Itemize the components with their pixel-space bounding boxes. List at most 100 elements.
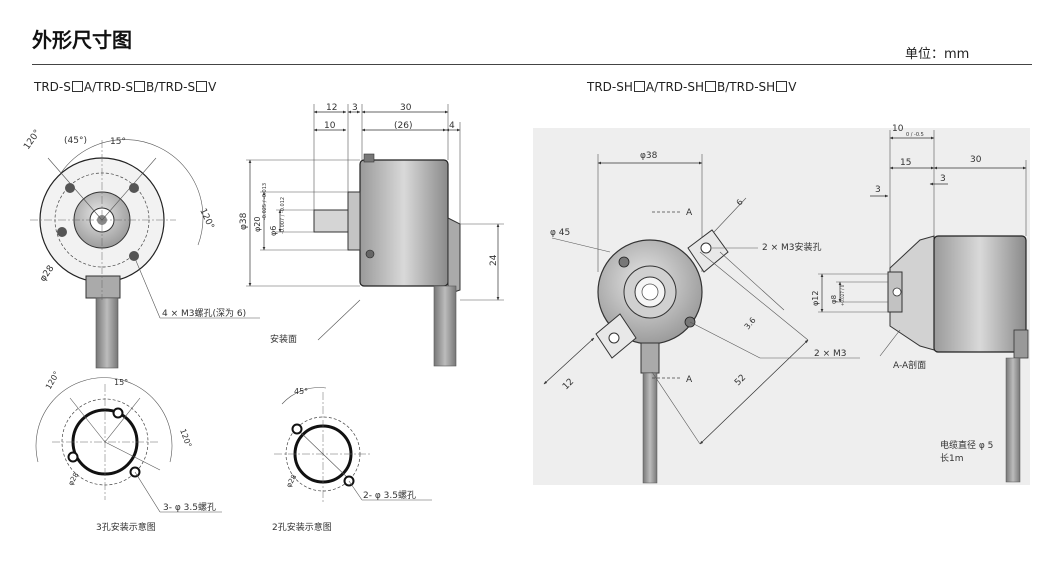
dim-26: (26) <box>394 121 412 131</box>
dim-10: 10 <box>324 121 336 131</box>
cable-gland <box>447 217 461 295</box>
mount-flange <box>347 191 361 251</box>
encoder-body <box>933 235 1027 353</box>
dia-20: φ20 <box>253 217 262 232</box>
angle-ray <box>47 157 103 221</box>
placeholder-box-icon <box>633 81 645 92</box>
m3-callout: 2 × M3 <box>814 349 846 359</box>
angle-arc <box>35 377 173 463</box>
mount-holes-callout: 2 × M3安装孔 <box>762 241 821 253</box>
dim-15: 15 <box>900 158 911 168</box>
dim-10-tolerance: 0 / -0.5 <box>906 132 924 138</box>
dia-12: φ12 <box>811 291 820 306</box>
mount-hole <box>67 451 79 463</box>
three-hole-caption: 3孔安装示意图 <box>96 521 156 533</box>
dia-38: φ38 <box>239 212 249 230</box>
cable-gland <box>85 275 121 299</box>
cable-diameter-note: 电缆直径 φ 5 <box>940 439 993 451</box>
section-aa-label: A-A剖面 <box>893 359 926 371</box>
left-side-view: 12 3 30 10 (26) 4 φ38 φ20 -0.025 / -0.01… <box>239 103 504 367</box>
angle-15-label: 15° <box>114 378 128 387</box>
dia-6-tolerance: -0.007 / -0.012 <box>280 197 286 234</box>
unit-label: 单位：mm <box>905 47 970 62</box>
angle-45-label: (45°) <box>64 136 87 146</box>
cable <box>1005 357 1021 483</box>
set-screw <box>892 287 902 297</box>
mount-hole <box>112 407 124 419</box>
bracket-hole <box>700 242 712 254</box>
angle-15-label: 15° <box>110 137 126 147</box>
dim-30: 30 <box>400 103 412 113</box>
two-hole-caption: 2孔安装示意图 <box>272 521 332 533</box>
right-model-part-4: V <box>788 80 797 94</box>
cable <box>95 297 119 369</box>
encoder-body <box>359 159 449 287</box>
mount-face-callout: 安装面 <box>270 333 297 345</box>
screw-hole <box>65 183 75 193</box>
cable-length-note: 长1m <box>940 452 964 464</box>
cable-gland <box>1013 329 1029 359</box>
dia-8: φ8 <box>830 295 838 304</box>
dia-8-tolerance: +0.027 / 0 <box>840 284 845 306</box>
cable <box>642 372 658 484</box>
header-divider <box>32 64 1032 65</box>
three-hole-mount-diagram: 120° 15° 120° φ28 3- φ 3.5螺孔 3孔安装示意图 <box>35 370 222 533</box>
left-model-part-4: V <box>208 80 217 94</box>
shaft <box>313 209 349 233</box>
left-model-part-1: TRD-S <box>34 80 71 94</box>
left-model-title: TRD-S A/TRD-S B/TRD-S V <box>34 80 216 94</box>
dia-20-tolerance: -0.025 / -0.013 <box>262 183 268 220</box>
dim-24: 24 <box>489 254 499 266</box>
leader-line <box>133 255 161 319</box>
left-front-view: 120° (45°) 15° 120° φ28 <box>22 128 216 369</box>
angle-ray <box>101 157 157 221</box>
placeholder-box-icon <box>776 81 788 92</box>
bracket-hole <box>608 332 620 344</box>
angle-120-label: 120° <box>44 370 61 391</box>
two-hole-label: 2- φ 3.5螺孔 <box>363 490 416 501</box>
right-model-part-1: TRD-SH <box>587 80 633 94</box>
leader-line <box>317 299 361 341</box>
cable-gland <box>640 342 660 374</box>
dia-28-label: φ28 <box>285 473 299 489</box>
dim-3: 3 <box>352 103 358 113</box>
placeholder-box-icon <box>71 81 83 92</box>
dim-3-right: 3 <box>940 174 946 184</box>
dia-28-label: φ28 <box>67 471 81 487</box>
dim-4: 4 <box>449 121 455 131</box>
placeholder-box-icon <box>133 81 145 92</box>
section-a-bottom: A <box>686 375 693 385</box>
dim-6: 6 <box>735 198 745 208</box>
cable <box>433 285 457 367</box>
body-lug <box>363 153 375 163</box>
screw-hole <box>57 227 67 237</box>
screw-hole <box>129 183 139 193</box>
right-model-part-3: B/TRD-SH <box>717 80 776 94</box>
mount-hole <box>291 423 303 435</box>
left-model-part-2: A/TRD-S <box>83 80 133 94</box>
dim-30: 30 <box>970 155 982 165</box>
placeholder-box-icon <box>705 81 717 92</box>
angle-120-label-right: 120° <box>178 428 193 449</box>
dim-12: 12 <box>326 103 337 113</box>
screw-hole-callout: 4 × M3螺孔(深为 6) <box>162 307 246 319</box>
screw-hole <box>618 256 630 268</box>
angle-120-label: 120° <box>22 128 43 152</box>
screw-hole <box>129 251 139 261</box>
right-model-part-2: A/TRD-SH <box>645 80 705 94</box>
three-hole-label: 3- φ 3.5螺孔 <box>163 502 216 513</box>
angle-arc <box>281 387 327 405</box>
dia-6: φ6 <box>269 226 278 236</box>
shaft-bore <box>641 283 659 301</box>
section-a-top: A <box>686 208 693 218</box>
dia-45: φ 45 <box>550 228 570 238</box>
dim-3-left: 3 <box>875 185 881 195</box>
dia-38: φ38 <box>640 151 658 161</box>
right-side-view: 10 0 / -0.5 15 30 3 3 φ12 φ8 +0.027 / 0 … <box>811 124 1029 483</box>
dim-10: 10 <box>892 124 904 134</box>
left-model-part-3: B/TRD-S <box>145 80 196 94</box>
right-model-title: TRD-SH A/TRD-SH B/TRD-SH V <box>587 80 796 94</box>
two-hole-mount-diagram: 45° φ28 2- φ 3.5螺孔 2孔安装示意图 <box>272 387 432 533</box>
page-title: 外形尺寸图 <box>32 28 132 52</box>
